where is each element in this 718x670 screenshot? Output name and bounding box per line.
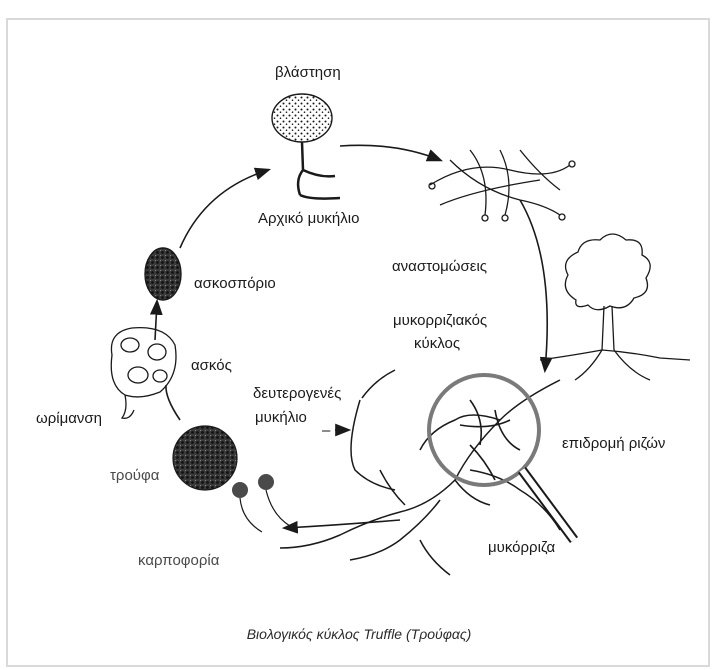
label-truffle: τρούφα — [110, 467, 159, 484]
figure-caption: Βιολογικός κύκλος Truffle (Τρούφας) — [0, 626, 718, 642]
ascus-icon — [111, 328, 176, 419]
anastomoses-hyphae-icon — [429, 150, 575, 221]
label-fruiting: καρποφορία — [138, 552, 219, 569]
arrow-fruiting — [285, 520, 400, 528]
label-germination: βλάστηση — [275, 64, 341, 81]
label-ascospore: ασκοσπόριο — [194, 275, 276, 292]
label-anastomoses: αναστομώσεις — [392, 258, 487, 275]
label-mycorrhizal-cycle-line1: μυκορριζιακός — [393, 312, 487, 329]
label-root-invasion: επιδρομή ριζών — [562, 435, 665, 452]
tree-icon — [540, 234, 690, 380]
arrow-ascus-to-ascospore — [155, 302, 157, 340]
label-primary-mycelium: Αρχικό μυκήλιο — [258, 210, 359, 227]
arrow-germination-to-anastomoses — [340, 145, 440, 160]
label-secondary-mycelium-line2: μυκήλιο — [255, 409, 307, 426]
label-ascus: ασκός — [191, 357, 232, 374]
label-secondary-mycelium-line1: δευτερογενές — [253, 385, 341, 402]
truffle-icon — [173, 426, 290, 532]
label-mycorrhizal-cycle-line2: κύκλος — [414, 335, 460, 352]
label-mycorrhiza: μυκόρριζα — [488, 539, 555, 556]
arrow-ascospore-to-germination — [180, 170, 268, 248]
arrow-anastomoses-to-mycorrhizal — [520, 200, 547, 370]
magnifying-glass-icon — [429, 375, 574, 540]
arrow-truffle-to-ascus — [166, 385, 180, 420]
label-dash: – — [322, 422, 330, 439]
germinating-spore-icon — [272, 94, 340, 199]
label-maturation: ωρίμανση — [36, 410, 102, 427]
ascospore-icon — [145, 248, 181, 300]
